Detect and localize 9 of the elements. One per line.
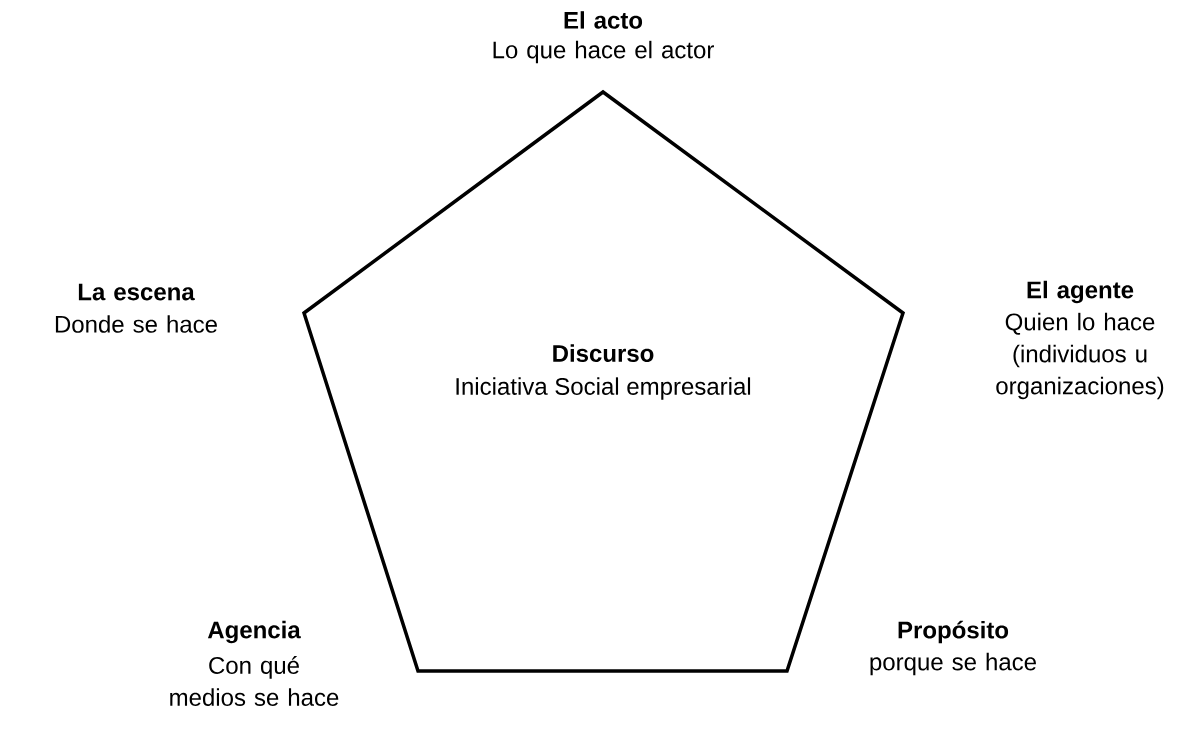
heading-text: El acto — [564, 11, 643, 29]
description-text: Lo que hace el actor — [493, 40, 714, 64]
description-text: Quien lo hace (individuos u organizaciones) — [996, 312, 1164, 400]
description-text: Con qué medios se hace — [170, 656, 339, 706]
heading-text: El agente — [1027, 280, 1134, 304]
description-text: porque se hace — [870, 652, 1036, 676]
heading-text: Propósito — [898, 620, 1009, 644]
heading-text: La escena — [78, 283, 195, 301]
description-text: Donde se hace — [55, 315, 217, 333]
